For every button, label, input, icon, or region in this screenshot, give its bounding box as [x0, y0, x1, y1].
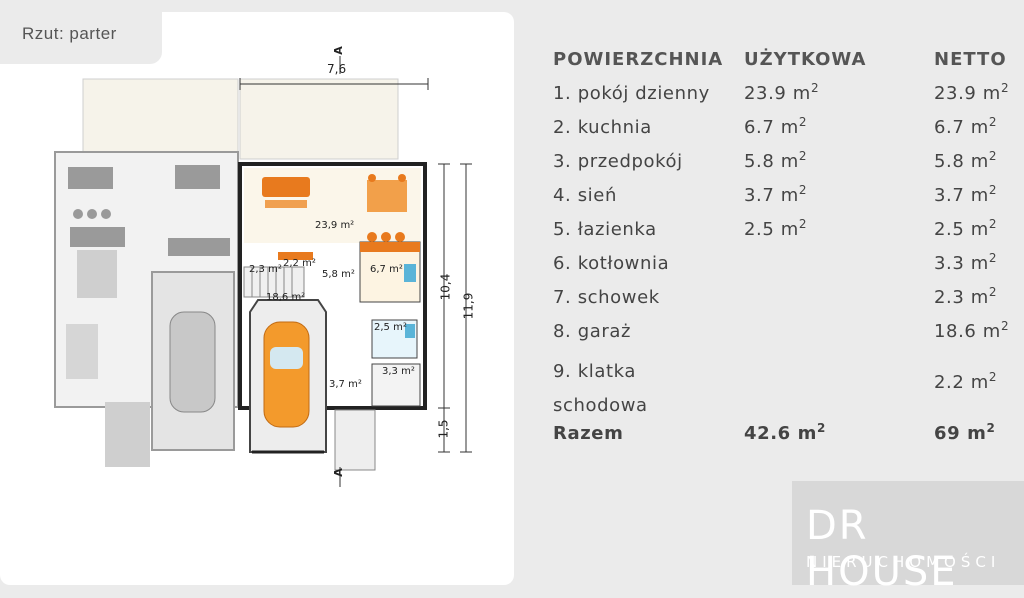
room-label-kitchen: 6,7 m²: [370, 264, 403, 275]
neighbor-furniture: [66, 165, 230, 379]
room-label-hall: 5,8 m²: [322, 269, 355, 280]
room-netto: 6.7 m2: [934, 115, 998, 138]
table-row: 5. łazienka 2.5 m2 2.5 m2: [553, 212, 1024, 246]
table-total-row: Razem 42.6 m2 69 m2: [553, 416, 1024, 450]
dim-porch-label: 1,5: [436, 419, 451, 439]
room-netto: 3.3 m2: [934, 251, 998, 274]
area-table: POWIERZCHNIA UŻYTKOWA NETTO 1. pokój dzi…: [553, 42, 1024, 450]
room-label-stairs: 2,2 m²: [283, 258, 316, 269]
boiler-room: [371, 363, 421, 407]
room-netto: 2.5 m2: [934, 217, 998, 240]
kitchen-counter: [360, 242, 420, 252]
header-powierzchnia: POWIERZCHNIA: [553, 49, 724, 70]
table-row: 2. kuchnia 6.7 m2 6.7 m2: [553, 110, 1024, 144]
room-label-vestibule: 3,7 m²: [329, 379, 362, 390]
room-uzytkowa: 3.7 m2: [744, 183, 808, 206]
room-label-garage: 18,6 m²: [266, 292, 306, 303]
room-label-living: 23,9 m²: [315, 220, 355, 231]
room-netto: 5.8 m2: [934, 149, 998, 172]
neighbor-car: [169, 311, 216, 413]
total-label: Razem: [553, 423, 624, 444]
room-netto: 3.7 m2: [934, 183, 998, 206]
room-name: 3. przedpokój: [553, 151, 683, 172]
header-netto: NETTO: [934, 49, 1007, 70]
plan-title-tab: Rzut: parter: [0, 12, 162, 64]
dim-depth-outer-label: 11,9: [461, 292, 476, 320]
room-label-bathroom: 2,5 m²: [374, 322, 407, 333]
room-label-storage: 2,3 m²: [249, 264, 282, 275]
room-name: 5. łazienka: [553, 219, 657, 240]
room-netto: 2.2 m2: [934, 370, 998, 393]
logo-main-text: DR HOUSE: [806, 503, 958, 595]
total-uzytkowa: 42.6 m2: [744, 421, 826, 444]
room-uzytkowa: 2.5 m2: [744, 217, 808, 240]
entrance-porch: [334, 409, 376, 471]
drhouse-logo: DR HOUSE NIERUCHOMOŚCI: [792, 481, 1024, 595]
room-uzytkowa: 5.8 m2: [744, 149, 808, 172]
plan-title: Rzut: parter: [22, 24, 117, 43]
room-uzytkowa: 6.7 m2: [744, 115, 808, 138]
table-row: 3. przedpokój 5.8 m2 5.8 m2: [553, 144, 1024, 178]
neighbor-entrance: [105, 402, 150, 467]
room-netto: 2.3 m2: [934, 285, 998, 308]
dim-depth-inner-label: 10,4: [438, 273, 453, 301]
dimension-lines: [239, 56, 472, 487]
table-row: 4. sień 3.7 m2 3.7 m2: [553, 178, 1024, 212]
dim-width-label: 7,6: [327, 62, 347, 76]
room-name: 1. pokój dzienny: [553, 83, 710, 104]
room-name: 2. kuchnia: [553, 117, 652, 138]
table-row: 8. garaż 18.6 m2: [553, 314, 1024, 348]
terrace-right: [239, 78, 399, 160]
table-row: 1. pokój dzienny 23.9 m2 23.9 m2: [553, 76, 1024, 110]
room-name: 8. garaż: [553, 321, 632, 342]
total-netto: 69 m2: [934, 421, 996, 444]
table-header: POWIERZCHNIA UŻYTKOWA NETTO: [553, 42, 1024, 76]
floor-plan-drawing: [54, 56, 472, 487]
room-label-boiler: 3,3 m²: [382, 366, 415, 377]
header-uzytkowa: UŻYTKOWA: [744, 49, 867, 70]
floor-plan-card: Rzut: parter: [0, 12, 514, 585]
staircase: [243, 266, 305, 298]
section-mark-top: A: [331, 46, 345, 55]
room-name: 4. sień: [553, 185, 617, 206]
section-mark-bottom: A: [331, 468, 345, 477]
room-uzytkowa: 23.9 m2: [744, 81, 820, 104]
room-name: 7. schowek: [553, 287, 660, 308]
table-row: 6. kotłownia 3.3 m2: [553, 246, 1024, 280]
logo-sub-text: NIERUCHOMOŚCI: [806, 553, 1001, 571]
room-netto: 18.6 m2: [934, 319, 1010, 342]
room-netto: 23.9 m2: [934, 81, 1010, 104]
table-row: 7. schowek 2.3 m2: [553, 280, 1024, 314]
bathroom-tub: [405, 324, 415, 338]
room-name: 6. kotłownia: [553, 253, 670, 274]
terrace-left: [82, 78, 239, 160]
kitchen-sink: [404, 264, 416, 282]
car-windshield: [270, 347, 303, 369]
living-furniture: [262, 174, 407, 260]
